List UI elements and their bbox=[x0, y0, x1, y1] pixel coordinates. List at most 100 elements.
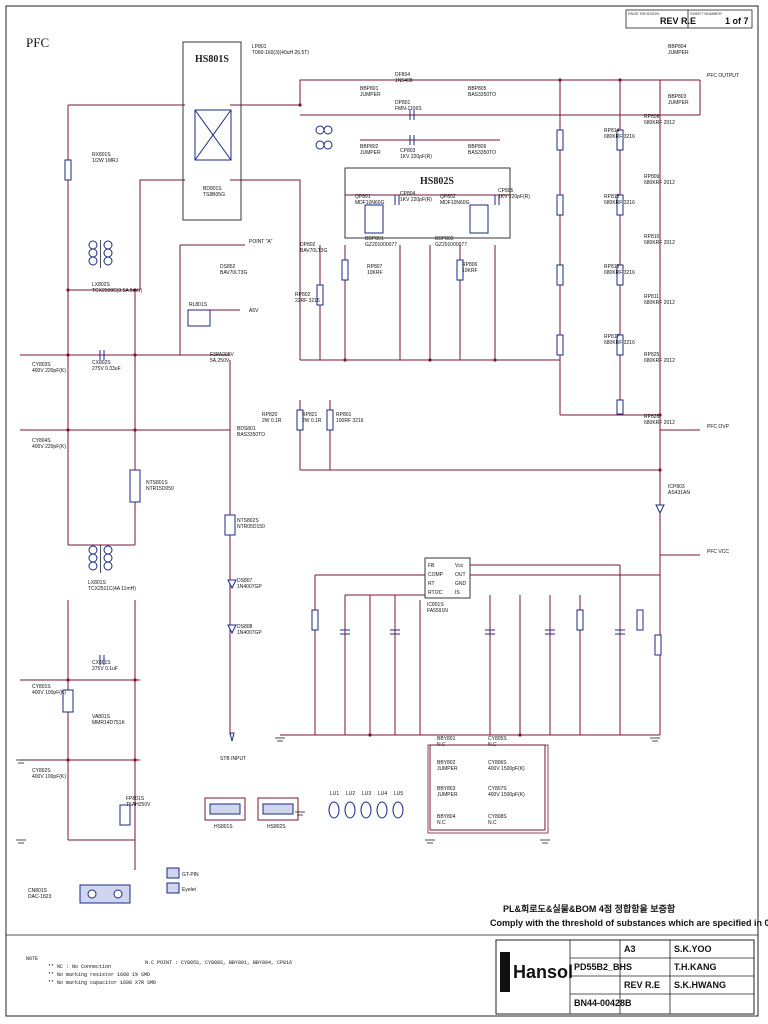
lug-group: LU1 LU2 LU3 LU4 LU5 bbox=[328, 791, 404, 819]
component-ref-cp803: CP803 bbox=[400, 148, 416, 154]
component-value-qp802: MDF10N60G bbox=[440, 200, 470, 206]
component-value-bby802: JUMPER bbox=[437, 766, 458, 772]
common-mode-chokes bbox=[88, 125, 333, 573]
component-value-rp811: 680KRF 2012 bbox=[644, 300, 675, 306]
component-ref-bds801: BDS801 bbox=[237, 426, 256, 432]
company-logo: Hansol bbox=[513, 962, 573, 982]
net-pfc-ovp: PFC OVP bbox=[707, 424, 730, 430]
component-value-rp825: 680KRF 2012 bbox=[644, 358, 675, 364]
ground-symbols bbox=[16, 737, 660, 844]
component-ref-bdp801: BDP801 bbox=[365, 236, 384, 242]
notes: NOTE N.C POINT : CY805S, CY808S, BBY801,… bbox=[26, 956, 292, 986]
ic-pin-is: IS bbox=[455, 590, 460, 596]
revision-block: PAGE REVISION REV R.E SHEET NUMBER 1 of … bbox=[625, 9, 753, 29]
component-ref-ds808: DS808 bbox=[237, 624, 253, 630]
component-value-qp801: MDF10N60G bbox=[355, 200, 385, 206]
component-ref-bbp806: BBP806 bbox=[468, 144, 487, 150]
component-ref-rp808: RP808 bbox=[644, 114, 660, 120]
component-ref-cy802s: CY802S bbox=[32, 768, 51, 774]
tb-checked: T.H.KANG bbox=[674, 962, 717, 972]
component-value-bdp802: GZ201000077 bbox=[435, 242, 467, 248]
sheet-border bbox=[5, 5, 759, 1017]
ycap-jumper-group bbox=[427, 744, 549, 834]
sheet-number: 1 of 7 bbox=[725, 16, 749, 26]
component-ref-fp801s: FP801S bbox=[126, 796, 145, 802]
component-ref-nts801s: NTS801S bbox=[146, 480, 168, 486]
component-value-rp826: 680KRF 2012 bbox=[644, 420, 675, 426]
component-ref-icp803: ICP803 bbox=[668, 484, 685, 490]
component-ref-cx802s: CX802S bbox=[92, 360, 111, 366]
component-ref-f3pa005v: F3PA005V bbox=[210, 352, 234, 358]
component-value-rp820: 2W 0.1R bbox=[262, 418, 282, 424]
component-ref-va801s: VA801S bbox=[92, 714, 111, 720]
component-ref-cy805s: CY805S bbox=[488, 736, 507, 742]
component-ref-ds807: DS807 bbox=[237, 578, 253, 584]
component-ref-cx801s: CX801S bbox=[92, 660, 111, 666]
component-ref-bdp802: BDP802 bbox=[435, 236, 454, 242]
component-value-nts801s: NTR15D050 bbox=[146, 486, 174, 492]
component-value-rp806: 10KRF bbox=[462, 268, 478, 274]
component-ref-dp802: DP802 bbox=[300, 242, 316, 248]
resistor-symbols bbox=[64, 129, 662, 656]
component-value-bbp804: JUMPER bbox=[668, 50, 689, 56]
component-value-f3pa005v: 5A,250V bbox=[210, 358, 230, 364]
note-line-3: ** No marking capacitor 1608 X7R SMD bbox=[48, 980, 156, 986]
component-value-rp814: 680KRF 3216 bbox=[604, 134, 635, 140]
component-ref-hs802s: HS802S bbox=[267, 824, 286, 830]
component-value-cp805: 1KV 220pF(R) bbox=[498, 194, 530, 200]
capacitor-symbols bbox=[99, 110, 625, 665]
component-value-va801s: MMR14D751K bbox=[92, 720, 125, 726]
net-pfc-vcc: PFC VCC bbox=[707, 549, 729, 555]
component-value-dp801: FMN-1106S bbox=[395, 106, 422, 112]
component-value-ds852: BAV70LT3G bbox=[220, 270, 247, 276]
component-value-cx802s: 275V 0.33uF bbox=[92, 366, 121, 372]
component-ref-cp805: CP805 bbox=[498, 188, 514, 194]
component-value-bby804: N.C bbox=[437, 820, 446, 826]
tb-size: A3 bbox=[624, 944, 636, 954]
component-ref-bbp804: BBP804 bbox=[668, 44, 687, 50]
net-pfc-output: PFC OUTPUT bbox=[707, 73, 739, 79]
component-value-bbp801: JUMPER bbox=[360, 92, 381, 98]
component-value-bds801: BAS3350TO bbox=[237, 432, 265, 438]
net-point-a: POINT "A" bbox=[249, 239, 273, 245]
component-value-cy807s: 400V 1500pF(K) bbox=[488, 792, 525, 798]
component-ref-rp811: RP811 bbox=[644, 294, 659, 300]
page-revision: REV R.E bbox=[660, 16, 696, 26]
component-value-bbp803: JUMPER bbox=[668, 100, 689, 106]
component-value-dp802: BAV70LT3G bbox=[300, 248, 327, 254]
pin-legend: GT-PIN Eyelet bbox=[166, 867, 199, 894]
component-value-cn801s: DAC-1823 bbox=[28, 894, 52, 900]
ic-pin-gnd: GND bbox=[455, 581, 467, 587]
component-value-nts802s: NTR05D150 bbox=[237, 524, 265, 530]
component-value-cy808s: N.C bbox=[488, 820, 497, 826]
component-value-rp801: 100RF 3216 bbox=[336, 418, 364, 424]
ic-pin-rt: RT bbox=[428, 581, 435, 587]
component-value-icp803: AS431AN bbox=[668, 490, 690, 496]
lug-1: LU1 bbox=[330, 791, 339, 797]
component-value-ds808: 1N4007GP bbox=[237, 630, 262, 636]
component-value-bbp802: JUMPER bbox=[360, 150, 381, 156]
note-line-1: ** NC : No Connection bbox=[48, 964, 111, 970]
component-value-cy803s: 400V 220pF(K) bbox=[32, 368, 66, 374]
component-value-bdp801: GZ201000077 bbox=[365, 242, 397, 248]
ic801s-block: FB COMP RT RT/2C Vcc OUT GND IS IC801S F… bbox=[424, 557, 471, 614]
ic-part: FA5591N bbox=[427, 608, 448, 614]
component-value-bbp806: BAS3350TO bbox=[468, 150, 496, 156]
ic-pin-out: OUT bbox=[455, 572, 466, 578]
component-ref-bby804: BBY804 bbox=[437, 814, 456, 820]
component-ref-cy808s: CY808S bbox=[488, 814, 507, 820]
component-ref-bby802: BBY802 bbox=[437, 760, 456, 766]
component-ref-rp825: RP825 bbox=[644, 352, 660, 358]
ic-pin-rt2c: RT/2C bbox=[428, 590, 443, 596]
component-ref-cy807s: CY807S bbox=[488, 786, 507, 792]
component-ref-rp826: RP826 bbox=[644, 414, 660, 420]
component-value-df804: 1N5408 bbox=[395, 78, 413, 84]
component-ref-rp801: RP801 bbox=[336, 412, 352, 418]
heatsink-parts bbox=[204, 797, 299, 821]
component-value-rp815: 680KRF 3216 bbox=[604, 200, 635, 206]
component-ref-nts802s: NTS802S bbox=[237, 518, 259, 524]
ic-pin-comp: COMP bbox=[428, 572, 444, 578]
component-ref-bby803: BBY803 bbox=[437, 786, 456, 792]
